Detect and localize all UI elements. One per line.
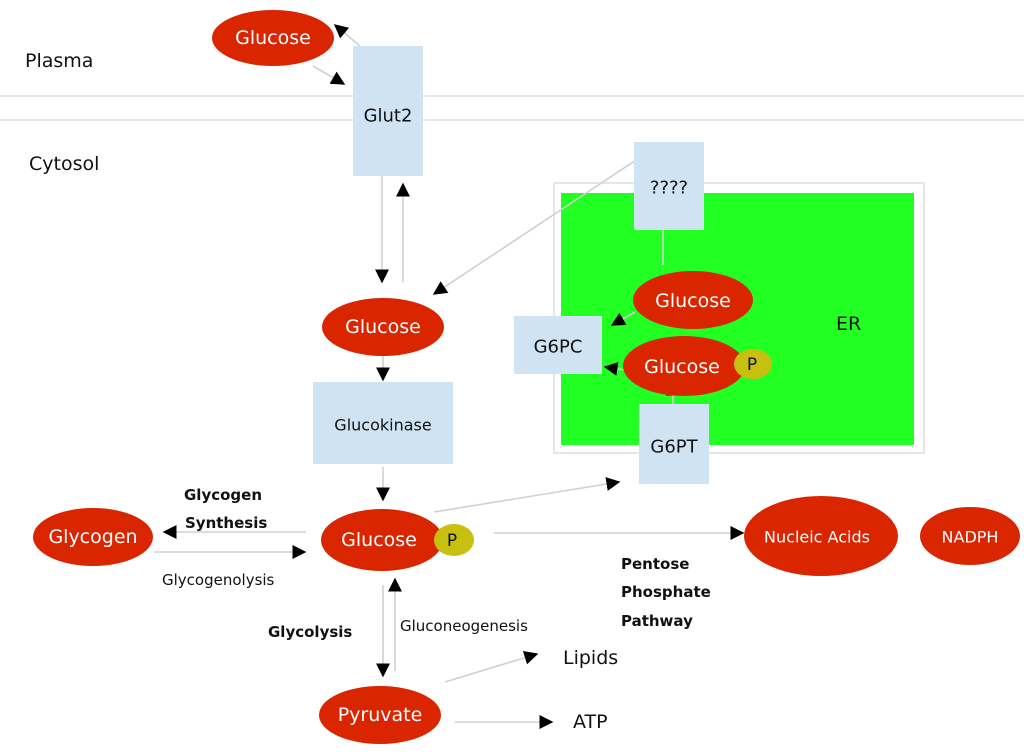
label-glycolysis: Glycolysis (268, 623, 352, 641)
enzyme-label: Glucokinase (334, 416, 431, 435)
arrow-unknown-to-cytosol-glucose (432, 159, 637, 295)
product-lipids: Lipids (563, 647, 618, 669)
molecule-glycogen: Glycogen (33, 508, 153, 566)
molecule-label: Glucose (345, 316, 421, 338)
region-label-cytosol: Cytosol (29, 153, 99, 175)
label-glycogen-synthesis-1: Glycogen (184, 486, 262, 504)
molecule-label: Nucleic Acids (764, 528, 870, 547)
molecule-er-glucose-6-phosphate: Glucose P (623, 336, 772, 396)
arrow-er-g6p-to-g6pc (603, 361, 626, 376)
phosphate-label: P (747, 355, 757, 375)
molecule-label: Glucose (644, 356, 720, 378)
enzyme-glucokinase: Glucokinase (313, 382, 453, 464)
molecule-label: Glucose (655, 290, 731, 312)
label-ppp-1: Pentose (621, 555, 689, 573)
enzyme-glut2: Glut2 (353, 46, 423, 176)
enzyme-unknown-transporter: ???? (634, 142, 704, 230)
molecule-label: Glycogen (48, 526, 137, 548)
arrow-glut2-to-plasma-glucose (333, 24, 361, 47)
region-label-plasma: Plasma (25, 50, 93, 72)
enzyme-label: G6PT (650, 437, 698, 458)
enzyme-label: Glut2 (364, 106, 413, 127)
label-glycogenolysis: Glycogenolysis (162, 571, 275, 589)
molecule-label: Glucose (341, 529, 417, 551)
enzyme-g6pc: G6PC (514, 316, 602, 374)
molecule-label: Pyruvate (338, 704, 423, 726)
phosphate-group (734, 349, 772, 379)
label-glycogen-synthesis-2: Synthesis (185, 514, 267, 532)
label-ppp-3: Pathway (621, 612, 693, 630)
label-gluconeogenesis: Gluconeogenesis (400, 617, 528, 635)
region-label-er: ER (836, 313, 861, 335)
molecule-nucleic-acids: Nucleic Acids (744, 496, 898, 576)
phosphate-label: P (447, 531, 457, 551)
enzyme-g6pt: G6PT (639, 404, 709, 484)
phosphate-group (434, 524, 474, 556)
molecule-plasma-glucose: Glucose (212, 10, 334, 66)
enzyme-label: ???? (650, 178, 688, 199)
molecule-nadph: NADPH (920, 507, 1020, 565)
molecule-er-glucose: Glucose (633, 271, 753, 329)
arrow-plasma-glucose-to-glut2 (312, 65, 346, 85)
label-ppp-2: Phosphate (621, 583, 711, 601)
product-atp: ATP (573, 711, 608, 733)
arrow-g6p-to-g6pt (433, 477, 621, 513)
molecule-cytosol-glucose: Glucose (322, 298, 444, 356)
enzyme-label: G6PC (534, 337, 583, 358)
molecule-label: Glucose (235, 27, 311, 49)
molecule-pyruvate: Pyruvate (319, 686, 441, 744)
arrow-pyruvate-to-lipids (444, 650, 539, 683)
molecule-glucose-6-phosphate: Glucose P (321, 509, 474, 571)
arrow-er-glucose-to-g6pc (610, 311, 636, 326)
molecule-label: NADPH (942, 528, 999, 547)
